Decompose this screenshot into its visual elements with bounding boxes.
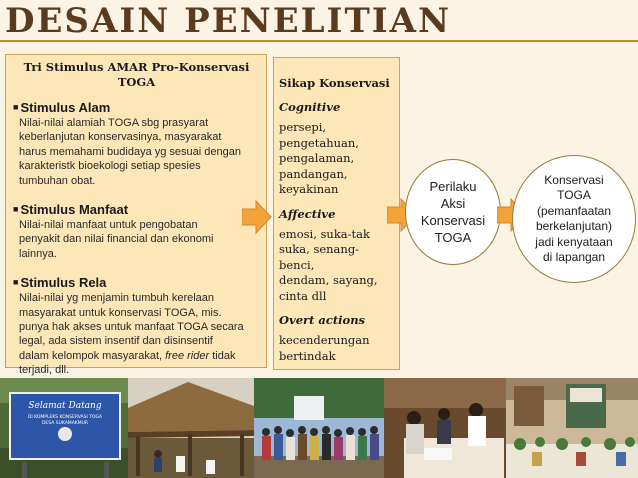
section-body: Nilai-nilai manfaat untuk pengobatan pen… bbox=[19, 219, 214, 260]
stimulus-panel-heading: Tri Stimulus AMAR Pro-Konservasi TOGA bbox=[23, 60, 250, 89]
outcome-circle: Konservasi TOGA (pemanfaatan berkelanjut… bbox=[512, 155, 636, 283]
photo-thatched-hut bbox=[128, 378, 254, 478]
affective-label: Affective bbox=[279, 206, 336, 221]
stimulus-manfaat-section: ■Stimulus Manfaat Nilai-nilai manfaat un… bbox=[13, 201, 260, 261]
photo-group bbox=[254, 378, 384, 478]
square-bullet-icon: ■ bbox=[13, 204, 19, 215]
photo-strip: Selamat Datang DI KOMPLEKS KONSERVASI TO… bbox=[0, 378, 638, 478]
sign-text: DESA SUKAMAKMUR bbox=[42, 420, 88, 426]
square-bullet-icon: ■ bbox=[13, 277, 19, 288]
photo-meeting bbox=[384, 378, 506, 478]
sign-text: DI KOMPLEKS KONSERVASI TOGA bbox=[28, 414, 103, 420]
attitude-panel: Sikap Konservasi Cognitive persepi, peng… bbox=[273, 57, 400, 370]
cognitive-body: persepi, pengetahuan, pengalaman, pandan… bbox=[279, 120, 359, 196]
section-title: Stimulus Rela bbox=[20, 275, 107, 291]
section-body: Nilai-nilai alamiah TOGA sbg prasyarat k… bbox=[19, 117, 241, 187]
overt-actions-label: Overt actions bbox=[279, 313, 366, 327]
stimulus-alam-section: ■Stimulus Alam Nilai-nilai alamiah TOGA … bbox=[13, 99, 260, 188]
sign-text: Selamat Datang bbox=[28, 401, 101, 411]
stimulus-rela-section: ■Stimulus Rela Nilai-nilai yg menjamin t… bbox=[13, 274, 260, 377]
section-title: Stimulus Alam bbox=[20, 100, 111, 115]
square-bullet-icon: ■ bbox=[13, 102, 19, 112]
section-title: Stimulus Manfaat bbox=[20, 202, 129, 218]
photo-welcome-sign: Selamat Datang DI KOMPLEKS KONSERVASI TO… bbox=[0, 378, 128, 478]
title-underline bbox=[0, 40, 638, 42]
overt-actions-body: kecenderungan bertindak bbox=[279, 333, 370, 363]
stimulus-panel: Tri Stimulus AMAR Pro-Konservasi TOGA ■S… bbox=[5, 54, 267, 376]
behavior-circle: Perilaku Aksi Konservasi TOGA bbox=[405, 159, 501, 265]
page-title: DESAIN PENELITIAN bbox=[5, 1, 452, 41]
arrow-right-icon bbox=[242, 200, 272, 234]
cognitive-label: Cognitive bbox=[279, 100, 341, 114]
section-body: Nilai-nilai yg menjamin tumbuh kerelaan … bbox=[19, 292, 244, 377]
affective-body: emosi, suka-tak suka, senang- benci, den… bbox=[279, 226, 378, 303]
photo-display-table bbox=[506, 378, 638, 478]
attitude-panel-title: Sikap Konservasi bbox=[279, 76, 390, 90]
